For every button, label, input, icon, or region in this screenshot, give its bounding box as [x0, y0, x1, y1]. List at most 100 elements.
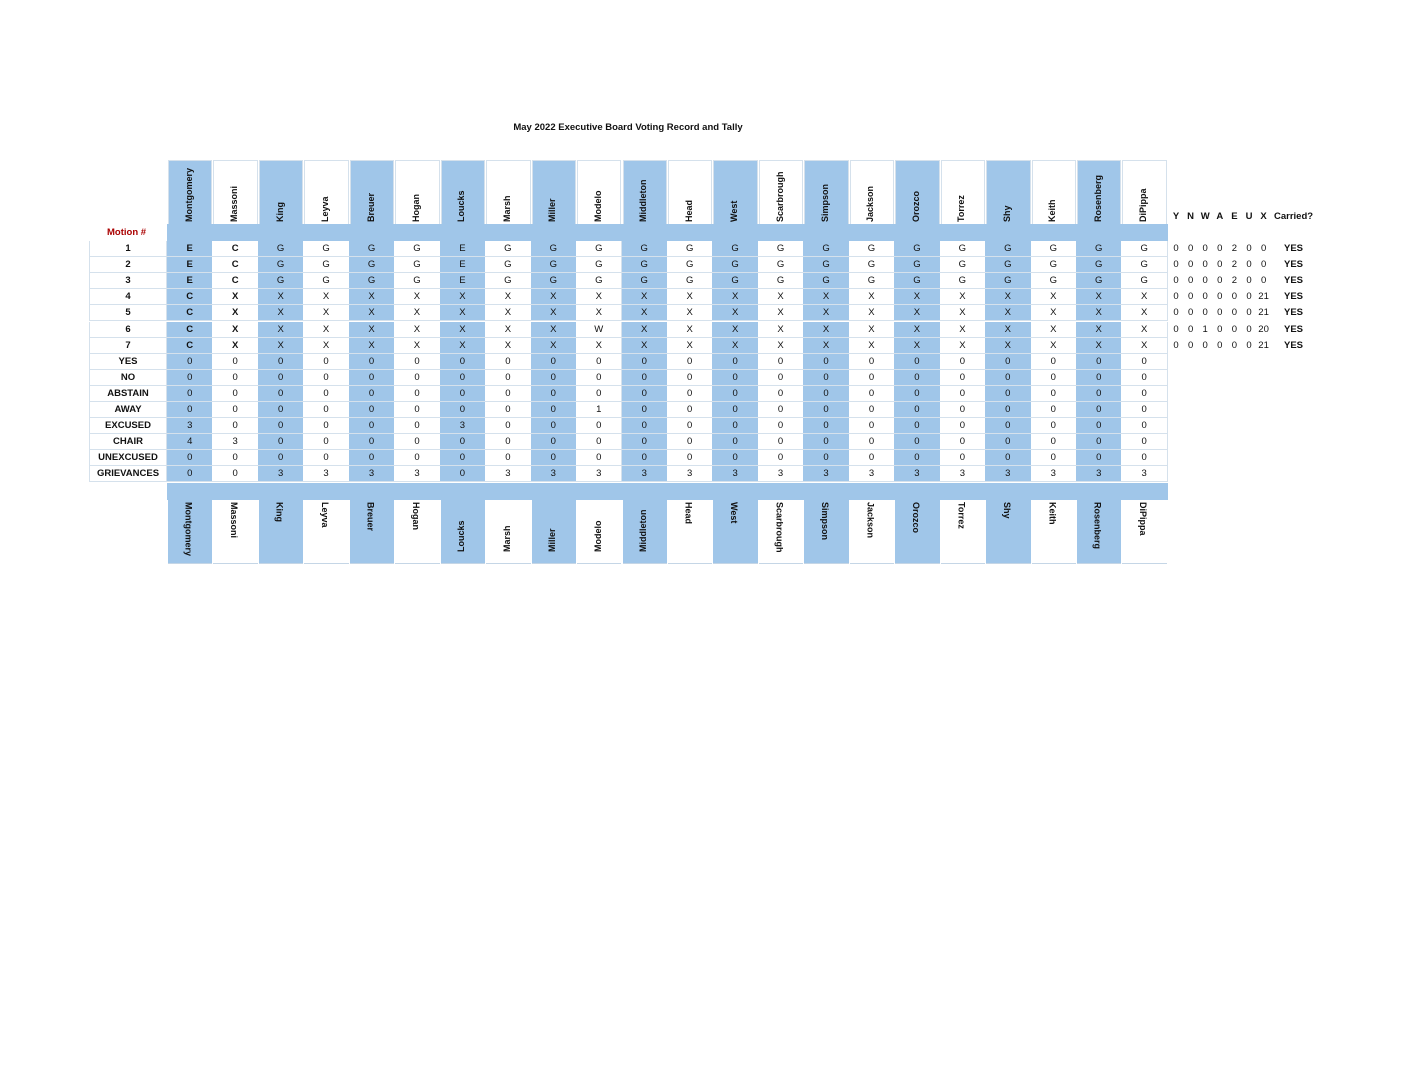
summary-cell: 0 [394, 450, 441, 467]
summary-cell: 0 [257, 418, 305, 435]
vote-cell: G [985, 273, 1032, 290]
summary-cell: 0 [894, 402, 941, 418]
tally-value: 0 [1173, 259, 1179, 271]
tally-header: Y [1172, 211, 1180, 222]
summary-cell: 0 [985, 353, 1032, 370]
tally-header: E [1231, 211, 1238, 222]
member-header [531, 160, 577, 224]
summary-cell: 0 [1076, 450, 1123, 467]
vote-cell: X [530, 305, 578, 322]
summary-cell: 3 [712, 466, 759, 483]
carried-status: YES [1284, 259, 1304, 271]
tally-value: 0 [1202, 259, 1208, 271]
summary-cell: 0 [666, 402, 714, 418]
carried-status: YES [1284, 323, 1304, 335]
summary-cell: 0 [303, 450, 350, 467]
summary-cell: 0 [666, 450, 714, 467]
member-header [940, 160, 986, 224]
vote-cell: X [576, 337, 623, 354]
summary-cell: 0 [939, 450, 987, 467]
member-footer [622, 500, 667, 564]
member-footer [395, 500, 440, 564]
summary-cell: 3 [1076, 466, 1123, 483]
tally-value: 0 [1217, 275, 1223, 287]
vote-cell: G [939, 241, 987, 257]
motion-number: 3 [89, 273, 167, 290]
tally-value: 0 [1246, 291, 1252, 303]
summary-cell: 0 [485, 434, 532, 451]
summary-cell: 0 [848, 434, 896, 451]
vote-cell: G [712, 241, 759, 257]
footer-band [167, 483, 1168, 500]
vote-cell: C [212, 273, 259, 290]
summary-cell: 0 [803, 450, 850, 467]
member-name: Head [683, 199, 694, 222]
member-footer [667, 500, 713, 564]
vote-cell: X [485, 305, 532, 322]
tally-value: 0 [1217, 307, 1223, 319]
vote-cell: C [212, 241, 259, 257]
member-name-footer: Hogan [410, 502, 421, 530]
summary-cell: 0 [939, 402, 987, 418]
summary-cell: 3 [394, 466, 441, 483]
summary-cell: 0 [757, 418, 805, 435]
vote-cell: X [621, 289, 668, 306]
vote-cell: G [348, 273, 396, 290]
tally-value: 0 [1246, 307, 1252, 319]
summary-cell: 0 [894, 353, 941, 370]
member-name-footer: Miller [547, 528, 558, 552]
tally-value: 0 [1173, 339, 1179, 351]
summary-cell: 3 [757, 466, 805, 483]
vote-cell: E [439, 257, 487, 274]
tally-value: 0 [1231, 291, 1238, 303]
vote-cell: X [257, 289, 305, 306]
tally-value: 0 [1202, 275, 1208, 287]
summary-cell: 0 [530, 418, 578, 435]
vote-cell: X [1076, 337, 1123, 354]
carried-status: YES [1284, 243, 1304, 254]
tally-value: 0 [1231, 307, 1238, 319]
vote-cell: X [257, 321, 305, 338]
member-header [986, 160, 1031, 224]
vote-cell: G [848, 273, 896, 290]
tally-value: 2 [1231, 243, 1238, 254]
summary-cell: 1 [576, 402, 623, 418]
vote-cell: X [1030, 289, 1077, 306]
summary-cell: 0 [257, 353, 305, 370]
summary-cell: 0 [212, 385, 259, 402]
member-footer [304, 500, 349, 564]
summary-cell: 0 [485, 418, 532, 435]
vote-cell: X [803, 321, 850, 338]
member-name: West [729, 200, 740, 222]
summary-cell: 0 [848, 402, 896, 418]
vote-cell: G [803, 273, 850, 290]
vote-cell: X [666, 289, 714, 306]
vote-cell: C [167, 305, 214, 322]
vote-cell: G [621, 257, 668, 274]
member-header [1122, 160, 1167, 224]
summary-cell: 0 [803, 418, 850, 435]
vote-cell: X [1076, 321, 1123, 338]
member-header [577, 160, 622, 224]
tally-value: 21 [1258, 291, 1269, 303]
vote-cell: X [530, 289, 578, 306]
vote-cell: G [666, 257, 714, 274]
summary-cell: 0 [439, 434, 487, 451]
vote-cell: G [530, 273, 578, 290]
summary-cell: 0 [530, 450, 578, 467]
carried-status: YES [1284, 291, 1304, 303]
tally-value: 21 [1258, 307, 1269, 319]
vote-cell: X [1030, 337, 1077, 354]
vote-cell: X [530, 337, 578, 354]
member-name-footer: Marsh [501, 525, 512, 552]
summary-cell: 0 [666, 353, 714, 370]
member-header [486, 160, 531, 224]
member-name-footer: Shy [1001, 502, 1012, 519]
tally-value: 0 [1187, 291, 1194, 303]
vote-cell: X [439, 321, 487, 338]
member-name-footer: Middleton [638, 509, 649, 553]
vote-cell: G [530, 241, 578, 257]
member-footer [1031, 500, 1076, 564]
vote-cell: X [303, 321, 350, 338]
summary-cell: 0 [394, 369, 441, 386]
